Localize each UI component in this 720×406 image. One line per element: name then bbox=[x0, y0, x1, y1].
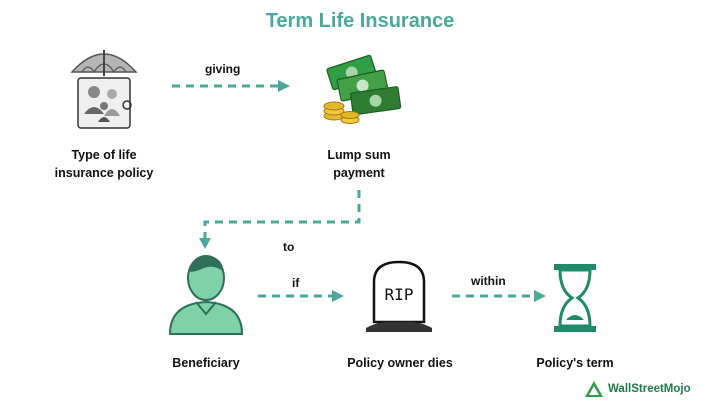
connector-to-line bbox=[203, 190, 361, 240]
family-umbrella-icon bbox=[70, 50, 138, 129]
policy-label-line2: insurance policy bbox=[54, 166, 154, 180]
brand-name: WallStreetMojo bbox=[608, 383, 691, 395]
brand-logo-icon bbox=[585, 381, 603, 397]
diagram-title: Term Life Insurance bbox=[265, 10, 455, 32]
connector-label-giving: giving bbox=[205, 62, 241, 76]
brand-logo: WallStreetMojo bbox=[584, 380, 691, 398]
lump-sum-label-line1: Lump sum bbox=[327, 148, 391, 162]
beneficiary-label: Beneficiary bbox=[172, 356, 240, 370]
arrow-head-within bbox=[534, 290, 546, 302]
lump-sum-label: Lump sum payment bbox=[309, 146, 409, 182]
owner-dies-label: Policy owner dies bbox=[347, 356, 453, 370]
hourglass-icon bbox=[554, 264, 596, 332]
lump-sum-label-line2: payment bbox=[333, 166, 385, 180]
connector-label-to: to bbox=[283, 240, 295, 254]
rip-text: RIP bbox=[385, 285, 414, 304]
arrow-head-if bbox=[332, 290, 344, 302]
arrow-head-to bbox=[199, 238, 211, 249]
tombstone-icon: RIP bbox=[366, 260, 432, 332]
connector-label-within: within bbox=[471, 274, 506, 288]
arrow-head-giving bbox=[278, 80, 290, 92]
policy-label: Type of life insurance policy bbox=[54, 146, 154, 182]
term-label: Policy's term bbox=[536, 356, 614, 370]
person-icon bbox=[168, 255, 244, 335]
connector-label-if: if bbox=[292, 276, 300, 290]
money-stack-icon bbox=[323, 54, 402, 124]
policy-label-line1: Type of life bbox=[71, 148, 137, 162]
